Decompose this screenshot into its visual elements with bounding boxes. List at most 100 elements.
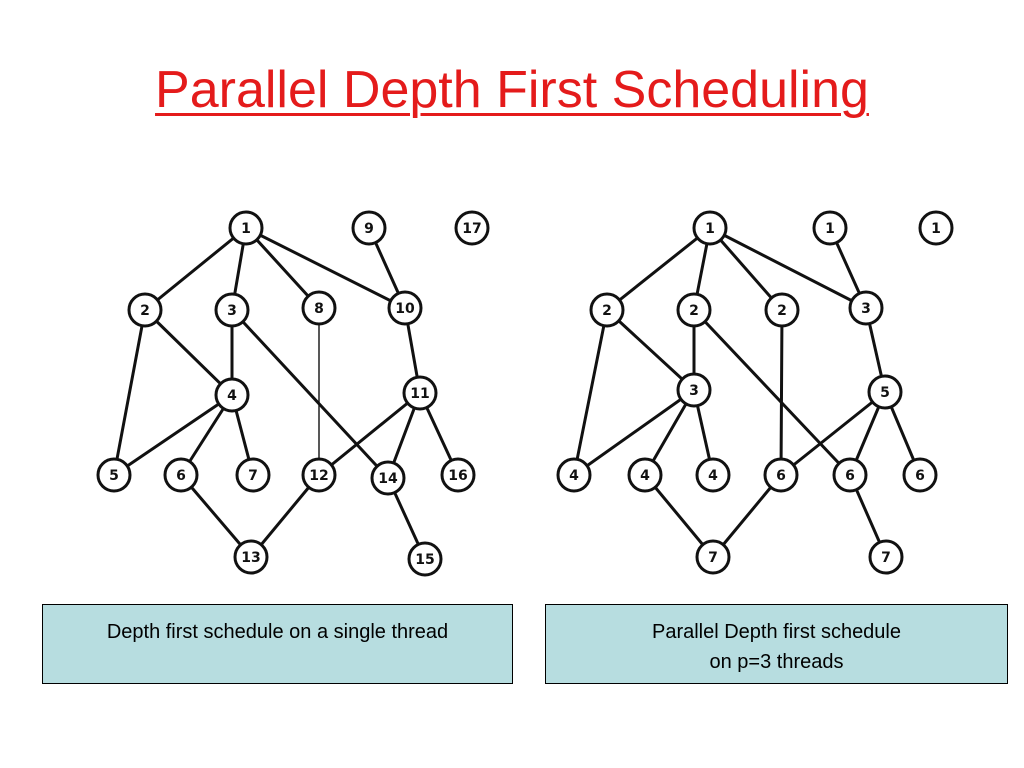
left-node-label: 6 xyxy=(176,468,186,484)
left-node-label: 2 xyxy=(140,303,150,319)
right-node-label: 2 xyxy=(689,303,699,319)
right-node-8: 2 xyxy=(764,292,800,328)
right-node-label: 2 xyxy=(602,303,612,319)
right-node-label: 6 xyxy=(915,468,925,484)
left-node-label: 4 xyxy=(227,388,237,404)
right-node-label: 1 xyxy=(705,221,715,237)
slide-title: Parallel Depth First Scheduling xyxy=(155,61,869,119)
right-edge-4-5 xyxy=(572,388,696,477)
right-node-circle xyxy=(867,374,903,410)
left-node-label: 8 xyxy=(314,301,324,317)
right-node-3: 2 xyxy=(676,292,712,328)
left-node-14: 14 xyxy=(370,460,406,496)
right-node-1: 1 xyxy=(692,210,728,246)
right-node-circle xyxy=(868,539,904,575)
right-node-16: 6 xyxy=(902,457,938,493)
right-node-label: 1 xyxy=(931,221,941,237)
right-edge-8-12 xyxy=(779,308,784,477)
left-node-circle xyxy=(235,457,271,493)
caption-line: Depth first schedule on a single thread xyxy=(106,621,449,643)
left-edge-6-13 xyxy=(179,473,253,559)
right-node-13: 7 xyxy=(695,539,731,575)
left-node-4: 4 xyxy=(214,377,250,413)
right-node-label: 4 xyxy=(569,468,579,484)
right-node-circle xyxy=(764,292,800,328)
right-node-11: 5 xyxy=(867,374,903,410)
left-node-12: 12 xyxy=(301,457,337,493)
left-node-circle xyxy=(301,457,337,493)
right-node-7: 4 xyxy=(695,457,731,493)
left-node-8: 8 xyxy=(301,290,337,326)
left-node-10: 10 xyxy=(387,290,423,326)
left-node-3: 3 xyxy=(214,292,250,328)
left-node-circle xyxy=(214,377,250,413)
left-node-label: 15 xyxy=(415,552,434,568)
right-edge-1-8 xyxy=(708,226,784,312)
right-node-label: 4 xyxy=(640,468,650,484)
left-node-label: 10 xyxy=(395,301,415,317)
right-node-12: 6 xyxy=(763,457,799,493)
left-node-label: 9 xyxy=(364,221,374,237)
right-edge-11-12 xyxy=(779,390,887,477)
left-edge-12-13 xyxy=(249,473,321,559)
right-node-6: 4 xyxy=(627,457,663,493)
left-node-16: 16 xyxy=(440,457,476,493)
right-node-2: 2 xyxy=(589,292,625,328)
right-node-label: 1 xyxy=(825,221,835,237)
right-node-circle xyxy=(627,457,663,493)
left-node-label: 14 xyxy=(378,471,398,487)
left-node-circle xyxy=(163,457,199,493)
right-node-circle xyxy=(695,539,731,575)
left-edge-1-2 xyxy=(143,226,248,312)
left-node-17: 17 xyxy=(454,210,490,246)
left-edge-3-14 xyxy=(230,308,390,480)
right-edge-12-13 xyxy=(711,473,783,559)
right-edge-3-14 xyxy=(692,308,852,477)
right-node-label: 3 xyxy=(861,301,871,317)
left-node-circle xyxy=(407,541,443,577)
caption-line: on p=3 threads xyxy=(709,651,844,673)
right-edge-1-10 xyxy=(708,226,868,310)
left-node-circle xyxy=(454,210,490,246)
left-node-label: 7 xyxy=(248,468,258,484)
caption-three-threads: Parallel Depth first schedule on p=3 thr… xyxy=(545,604,1008,684)
left-edge-1-10 xyxy=(244,226,407,310)
right-edge-2-5 xyxy=(572,308,609,477)
right-node-label: 5 xyxy=(880,385,890,401)
left-edge-2-5 xyxy=(112,308,147,477)
right-edge-6-13 xyxy=(643,473,715,559)
caption-single-thread: Depth first schedule on a single thread xyxy=(42,604,513,684)
left-node-label: 17 xyxy=(462,221,481,237)
right-node-17: 1 xyxy=(918,210,954,246)
left-node-circle xyxy=(301,290,337,326)
right-edge-1-2 xyxy=(605,226,712,312)
right-node-9: 1 xyxy=(812,210,848,246)
left-node-circle xyxy=(233,539,269,575)
right-node-label: 2 xyxy=(777,303,787,319)
right-dag: 1 2 2 3 4 4 4 2 1 3 5 6 7 6 7 6 1 xyxy=(556,210,954,575)
right-node-label: 3 xyxy=(689,383,699,399)
right-node-label: 4 xyxy=(708,468,718,484)
right-node-15: 7 xyxy=(868,539,904,575)
left-node-7: 7 xyxy=(235,457,271,493)
left-node-label: 3 xyxy=(227,303,237,319)
right-node-circle xyxy=(832,457,868,493)
left-node-circle xyxy=(351,210,387,246)
right-node-circle xyxy=(556,457,592,493)
left-node-label: 1 xyxy=(241,221,251,237)
left-node-circle xyxy=(402,375,438,411)
left-node-circle xyxy=(440,457,476,493)
right-node-10: 3 xyxy=(848,290,884,326)
right-node-label: 7 xyxy=(881,550,891,566)
left-edge-2-4 xyxy=(143,308,234,397)
left-node-circle xyxy=(387,290,423,326)
left-node-2: 2 xyxy=(127,292,163,328)
left-node-1: 1 xyxy=(228,210,264,246)
left-node-6: 6 xyxy=(163,457,199,493)
left-node-9: 9 xyxy=(351,210,387,246)
right-node-label: 6 xyxy=(845,468,855,484)
left-node-13: 13 xyxy=(233,539,269,575)
left-node-circle xyxy=(370,460,406,496)
